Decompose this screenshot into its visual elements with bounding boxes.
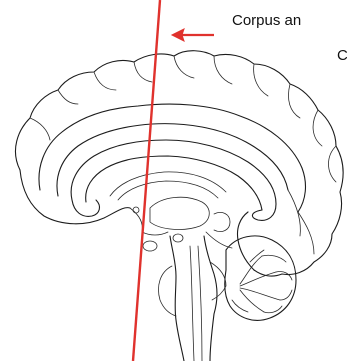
section-cut-line — [133, 0, 160, 361]
cerebellum — [225, 236, 296, 320]
cingulate-gyrus — [39, 104, 305, 212]
mammillary-body — [173, 234, 183, 242]
pointer-arrow-icon — [172, 29, 214, 41]
corpus-label: Corpus an — [232, 12, 301, 29]
thalamus — [150, 197, 209, 229]
brain-outline — [15, 51, 343, 361]
brainstem — [170, 236, 184, 361]
pituitary — [143, 241, 157, 251]
partial-label: C — [337, 47, 347, 64]
